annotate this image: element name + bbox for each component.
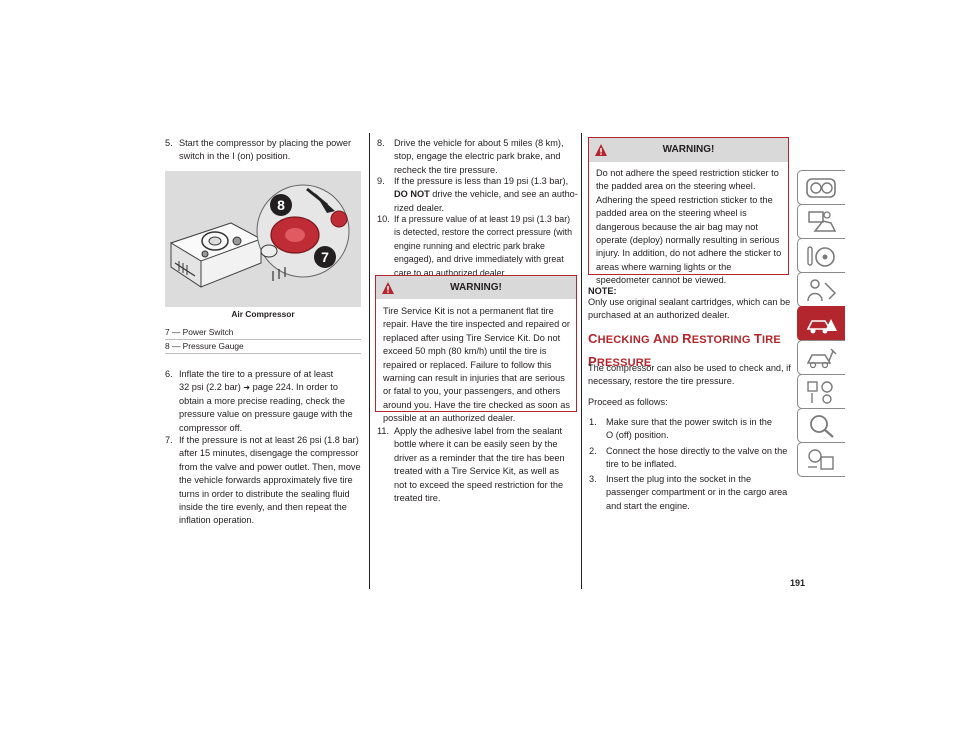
intro-paragraph: The compressor can also be used to check…: [588, 363, 791, 387]
restore-step-1: 1. Make sure that the power switch is in…: [589, 416, 789, 444]
step-number: 7.: [165, 435, 173, 445]
step-number: 1.: [589, 417, 597, 427]
step-text: Drive the vehicle for about 5 miles (8 k…: [394, 138, 564, 175]
step-number: 8.: [377, 138, 385, 148]
warning-triangle-icon: [382, 282, 394, 294]
safety-icon: [808, 211, 837, 232]
section-heading: CHECKING AND RESTORING TIRE PRESSURE: [588, 331, 781, 369]
callout-8-marker: [270, 194, 292, 216]
step-10: 10. If a pressure value of at least 19 p…: [377, 213, 577, 283]
step-number: 10.: [377, 214, 390, 224]
step-number: 5.: [165, 138, 173, 148]
callout-7-label: 7: [321, 249, 329, 265]
step-number: 2.: [589, 446, 597, 456]
step-7: 7. If the pressure is not at least 26 ps…: [165, 434, 370, 530]
step-number: 3.: [589, 474, 597, 484]
tab-technical-specifications[interactable]: [797, 374, 845, 409]
page-reference-link[interactable]: page 224. In order to: [252, 382, 338, 393]
tab-dashboard[interactable]: [797, 170, 845, 205]
warning-box-sticker: WARNING! Do not adhere the speed restric…: [588, 137, 789, 285]
note-label: NOTE:: [588, 286, 617, 296]
step-text: If a pressure value of at least 19 psi (…: [394, 214, 573, 278]
tab-in-case-of-emergency[interactable]: [797, 306, 845, 341]
air-compressor-illustration: 8 7: [169, 184, 350, 288]
tab-languages[interactable]: [797, 442, 845, 477]
step-9: 9. If the pressure is less than 19 psi (…: [377, 175, 578, 217]
warning-text: Do not adhere the speed restriction stic…: [596, 168, 782, 286]
warning-text: Tire Service Kit is not a permanent flat…: [383, 306, 570, 424]
step-number: 6.: [165, 369, 173, 379]
column-divider: [581, 133, 582, 589]
callout-7-marker: [314, 246, 336, 268]
legend-row: 7 — Power Switch: [165, 326, 361, 340]
page-number: 191: [790, 578, 806, 588]
step-text: If the pressure is not at least 26 psi (…: [179, 435, 361, 526]
step-text: Insert the plug into the socket in the p…: [606, 474, 788, 511]
warning-triangle-icon: [595, 144, 607, 156]
driving-icon: [807, 279, 837, 302]
note-text: Only use original sealant cartridges, wh…: [588, 297, 791, 321]
specifications-icon: [807, 381, 833, 404]
restore-step-2: 2. Connect the hose directly to the valv…: [589, 445, 789, 473]
air-compressor-figure: 8 7: [165, 171, 361, 307]
emphasis: DO NOT: [394, 189, 430, 200]
warning-header: WARNING!: [376, 276, 576, 299]
legend-row: 8 — Pressure Gauge: [165, 340, 361, 354]
step-text: Start the compressor by placing the powe…: [179, 138, 352, 162]
warning-header: WARNING!: [589, 138, 788, 162]
servicing-icon: [806, 348, 837, 369]
step-11: 11. Apply the adhesive label from the se…: [377, 425, 577, 509]
warning-box-tire-kit: WARNING! Tire Service Kit is not a perma…: [375, 275, 577, 423]
restore-step-3: 3. Insert the plug into the socket in th…: [589, 473, 789, 515]
warning-title: WARNING!: [450, 282, 502, 293]
step-number: 11.: [377, 426, 390, 436]
step-text: Make sure that the power switch is in th…: [606, 417, 772, 441]
column-divider: [369, 133, 370, 589]
step-text: Apply the adhesive label from the sealan…: [394, 426, 565, 504]
dashboard-icon: [806, 178, 836, 198]
step-number: 9.: [377, 176, 385, 186]
figure-caption: Air Compressor: [231, 309, 295, 319]
step-text: Inflate the tire to a pressure of at lea…: [179, 369, 353, 433]
page-reference-arrow-icon: ➜: [243, 383, 251, 393]
tab-safety[interactable]: [797, 204, 845, 239]
warning-title: WARNING!: [662, 144, 715, 155]
step-8: 8. Drive the vehicle for about 5 miles (…: [377, 137, 577, 179]
tab-servicing[interactable]: [797, 340, 845, 375]
proceed-text: Proceed as follows:: [588, 397, 668, 407]
tab-starting-operating[interactable]: [797, 238, 845, 273]
tab-index[interactable]: [797, 408, 845, 443]
step-text: Connect the hose directly to the valve o…: [606, 446, 788, 470]
steering-wheel-icon: [807, 246, 835, 267]
callout-8-label: 8: [277, 197, 285, 213]
step-text: If the pressure is less than 19 psi (1.3…: [394, 176, 578, 213]
languages-icon: [808, 449, 834, 470]
tab-multimedia[interactable]: [797, 272, 845, 307]
emergency-icon: [806, 319, 837, 334]
search-icon: [810, 415, 834, 438]
step-6: 6. Inflate the tire to a pressure of at …: [165, 368, 370, 436]
step-5: 5. Start the compressor by placing the p…: [165, 137, 365, 165]
